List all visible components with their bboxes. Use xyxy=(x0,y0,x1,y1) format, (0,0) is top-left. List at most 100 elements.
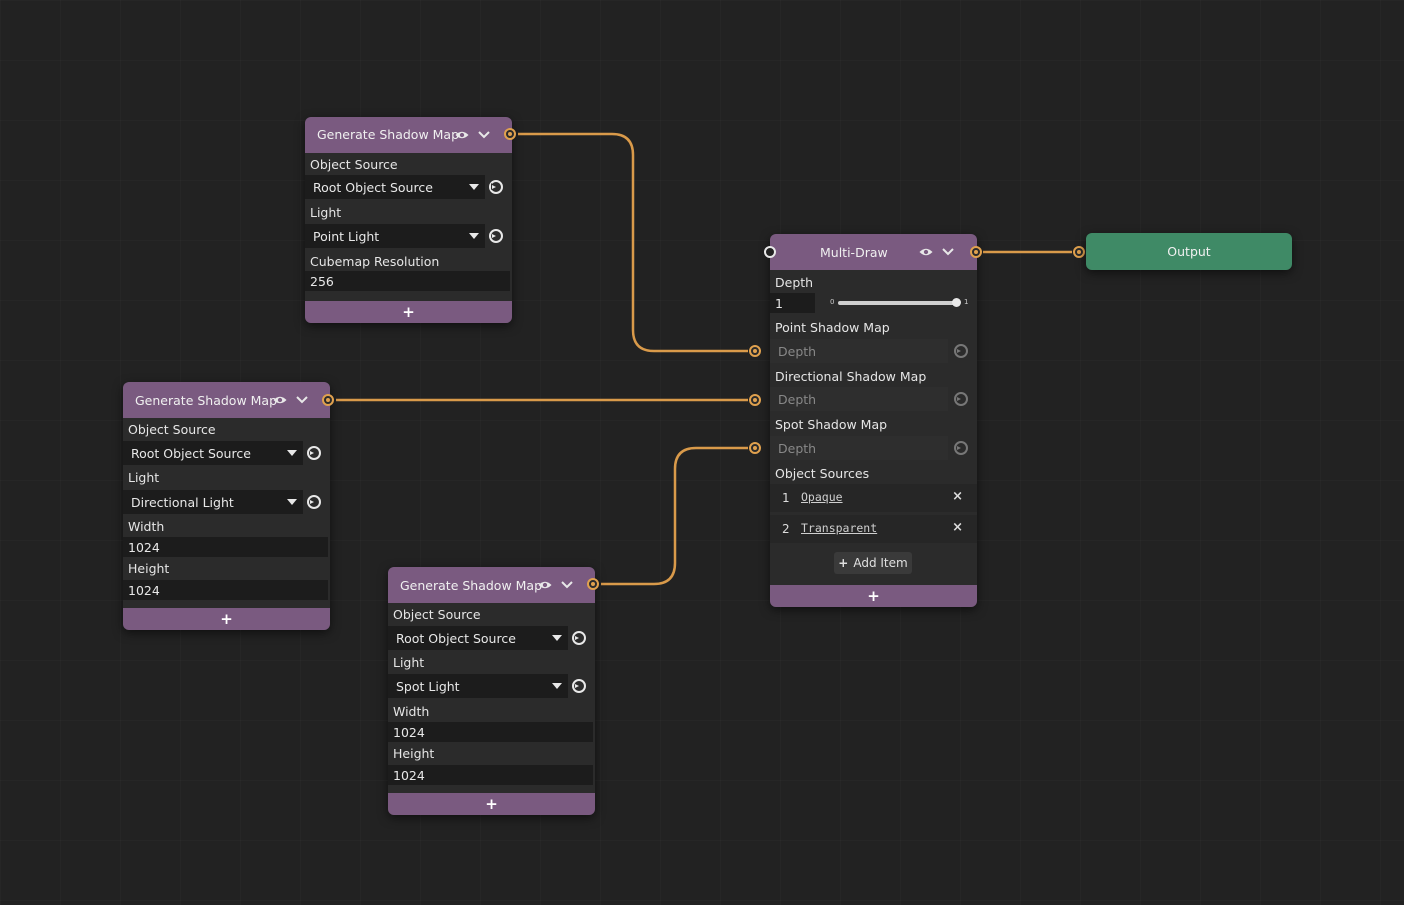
input-port[interactable] xyxy=(764,246,776,258)
list-item-link[interactable]: Opaque xyxy=(801,490,843,504)
depth-label: Depth xyxy=(775,275,814,290)
height-label: Height xyxy=(393,746,435,761)
node-title: Multi-Draw xyxy=(820,245,888,260)
output-port[interactable] xyxy=(504,128,516,140)
object-source-value: Root Object Source xyxy=(131,445,251,461)
eye-icon[interactable] xyxy=(919,245,933,259)
node-multi-draw[interactable]: Multi-Draw Depth 1 0 1 Point Shadow Map … xyxy=(749,234,982,607)
wire-point-to-multidraw[interactable] xyxy=(518,132,748,353)
list-item-link[interactable]: Transparent xyxy=(801,521,878,535)
width-field[interactable]: 1024 xyxy=(123,537,328,557)
object-source-label: Object Source xyxy=(393,607,481,622)
wire-spot-to-multidraw[interactable] xyxy=(601,446,748,586)
node-title: Output xyxy=(1167,244,1211,259)
light-select[interactable]: Directional Light xyxy=(123,490,303,514)
node-shadow-map-point[interactable]: Generate Shadow Map Object Source Root O… xyxy=(305,117,516,323)
add-socket-button[interactable]: + xyxy=(770,585,977,607)
close-icon[interactable]: × xyxy=(952,489,963,504)
width-label: Width xyxy=(393,704,430,719)
spot-shadow-map-input: Depth xyxy=(770,436,948,460)
add-socket-button[interactable]: + xyxy=(305,301,512,323)
cubemap-resolution-field[interactable]: 256 xyxy=(305,271,510,291)
width-label: Width xyxy=(128,519,165,534)
point-shadow-map-input-port[interactable] xyxy=(749,345,761,357)
directional-shadow-map-label: Directional Shadow Map xyxy=(775,369,927,384)
spot-shadow-map-input-port[interactable] xyxy=(749,442,761,454)
object-source-label: Object Source xyxy=(128,422,216,437)
directional-shadow-map-input-port[interactable] xyxy=(749,394,761,406)
height-field[interactable]: 1024 xyxy=(123,580,328,600)
output-port[interactable] xyxy=(970,246,982,258)
node-shadow-map-directional[interactable]: Generate Shadow Map Object Source Root O… xyxy=(123,382,334,630)
list-item[interactable]: 2 Transparent × xyxy=(770,515,977,543)
node-title: Generate Shadow Map xyxy=(317,127,460,142)
light-label: Light xyxy=(393,655,425,670)
slider-min-label: 0 xyxy=(830,298,835,306)
output-port[interactable] xyxy=(322,394,334,406)
close-icon[interactable]: × xyxy=(952,520,963,535)
add-socket-button[interactable]: + xyxy=(123,608,330,630)
node-header[interactable]: Generate Shadow Map xyxy=(305,117,512,153)
reset-icon[interactable] xyxy=(488,179,504,195)
object-source-value: Root Object Source xyxy=(396,630,516,646)
slider-max-label: 1 xyxy=(964,298,969,306)
point-shadow-map-label: Point Shadow Map xyxy=(775,320,890,335)
output-port[interactable] xyxy=(587,578,599,590)
node-header[interactable]: Generate Shadow Map xyxy=(388,567,595,603)
object-source-value: Root Object Source xyxy=(313,179,433,195)
chevron-down-icon[interactable] xyxy=(477,128,491,142)
caret-down-icon xyxy=(287,450,297,456)
light-value: Directional Light xyxy=(131,494,234,510)
object-source-select[interactable]: Root Object Source xyxy=(388,626,568,650)
object-source-select[interactable]: Root Object Source xyxy=(305,175,485,199)
output-node-input-port[interactable] xyxy=(1073,246,1085,258)
plus-icon: + xyxy=(838,556,849,570)
light-label: Light xyxy=(310,205,342,220)
depth-field[interactable]: 1 xyxy=(770,293,815,313)
light-select[interactable]: Spot Light xyxy=(388,674,568,698)
caret-down-icon xyxy=(552,683,562,689)
list-item[interactable]: 1 Opaque × xyxy=(770,484,977,512)
height-field[interactable]: 1024 xyxy=(388,765,593,785)
height-label: Height xyxy=(128,561,170,576)
light-select[interactable]: Point Light xyxy=(305,224,485,248)
caret-down-icon xyxy=(552,635,562,641)
add-item-button[interactable]: + Add Item xyxy=(834,552,912,574)
cubemap-resolution-label: Cubemap Resolution xyxy=(310,254,440,269)
node-title: Generate Shadow Map xyxy=(135,393,278,408)
node-header[interactable]: Multi-Draw xyxy=(764,234,982,270)
list-item-index: 2 xyxy=(782,522,790,536)
node-title: Generate Shadow Map xyxy=(400,578,543,593)
slider-track xyxy=(838,301,956,305)
directional-shadow-map-input: Depth xyxy=(770,387,948,411)
point-shadow-map-input: Depth xyxy=(770,339,948,363)
object-source-label: Object Source xyxy=(310,157,398,172)
node-header[interactable]: Generate Shadow Map xyxy=(123,382,330,418)
reset-icon[interactable] xyxy=(306,494,322,510)
depth-slider[interactable]: 0 1 xyxy=(828,295,968,311)
eye-icon[interactable] xyxy=(455,128,469,142)
eye-icon[interactable] xyxy=(273,393,287,407)
chevron-down-icon[interactable] xyxy=(295,393,309,407)
object-source-select[interactable]: Root Object Source xyxy=(123,441,303,465)
spot-shadow-map-label: Spot Shadow Map xyxy=(775,417,888,432)
reset-icon[interactable] xyxy=(306,445,322,461)
add-item-label: Add Item xyxy=(853,556,908,570)
node-shadow-map-spot[interactable]: Generate Shadow Map Object Source Root O… xyxy=(388,567,599,815)
list-item-index: 1 xyxy=(782,491,790,505)
reset-icon[interactable] xyxy=(571,678,587,694)
chevron-down-icon[interactable] xyxy=(560,578,574,592)
reset-icon xyxy=(954,392,968,406)
slider-thumb[interactable] xyxy=(952,298,961,307)
reset-icon xyxy=(954,344,968,358)
reset-icon[interactable] xyxy=(488,228,504,244)
reset-icon xyxy=(954,441,968,455)
caret-down-icon xyxy=(469,233,479,239)
width-field[interactable]: 1024 xyxy=(388,722,593,742)
chevron-down-icon[interactable] xyxy=(941,245,955,259)
node-output[interactable]: Output xyxy=(1086,233,1292,270)
eye-icon[interactable] xyxy=(538,578,552,592)
light-value: Point Light xyxy=(313,228,380,244)
reset-icon[interactable] xyxy=(571,630,587,646)
add-socket-button[interactable]: + xyxy=(388,793,595,815)
